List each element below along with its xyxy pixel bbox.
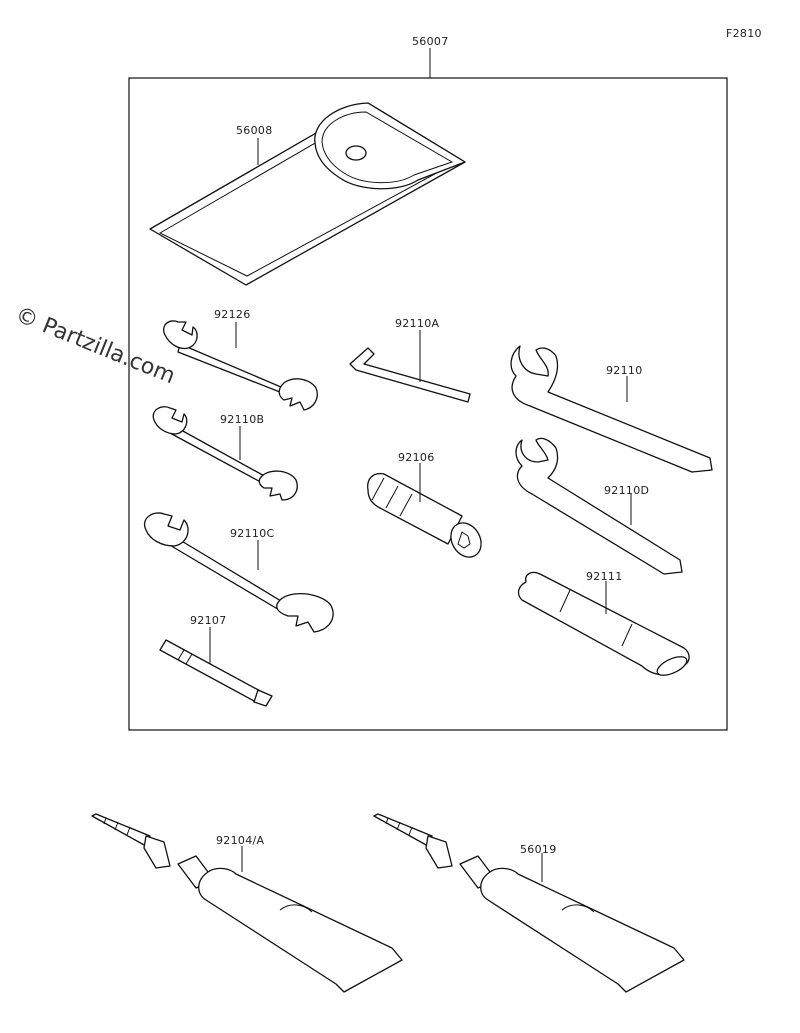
wrench-92110b-icon[interactable]	[152, 406, 298, 501]
part-label-92110[interactable]: 92110	[606, 364, 643, 377]
part-label-56008[interactable]: 56008	[236, 124, 273, 137]
part-label-92110c[interactable]: 92110C	[230, 527, 274, 540]
part-label-92110d[interactable]: 92110D	[604, 484, 649, 497]
part-label-92107[interactable]: 92107	[190, 614, 227, 627]
grease-tube-right-icon[interactable]	[373, 813, 685, 993]
hex-key-icon[interactable]	[349, 347, 471, 403]
part-label-92104a[interactable]: 92104/A	[216, 834, 264, 847]
part-label-92126[interactable]: 92126	[214, 308, 251, 321]
part-label-92110a[interactable]: 92110A	[395, 317, 439, 330]
tool-bag[interactable]	[149, 102, 466, 286]
part-label-92110b[interactable]: 92110B	[220, 413, 264, 426]
part-label-92111[interactable]: 92111	[586, 570, 623, 583]
spanner-92110d-icon[interactable]	[515, 437, 683, 575]
wrench-92126-icon[interactable]	[163, 320, 318, 411]
socket-extension-icon[interactable]	[367, 472, 487, 563]
part-label-56019[interactable]: 56019	[520, 843, 557, 856]
part-label-92106[interactable]: 92106	[398, 451, 435, 464]
spanner-92110-icon[interactable]	[510, 345, 713, 473]
watermark: © Partzilla.com	[12, 302, 179, 389]
grease-tube-left-icon[interactable]	[91, 813, 403, 993]
figure-code: F2810	[726, 27, 762, 40]
wrench-92110c-icon[interactable]	[143, 512, 334, 633]
tool-kit-frame	[128, 77, 728, 731]
screwdriver-bit-icon[interactable]	[159, 639, 273, 707]
part-label-56007[interactable]: 56007	[412, 35, 449, 48]
handle-icon[interactable]	[517, 571, 690, 679]
